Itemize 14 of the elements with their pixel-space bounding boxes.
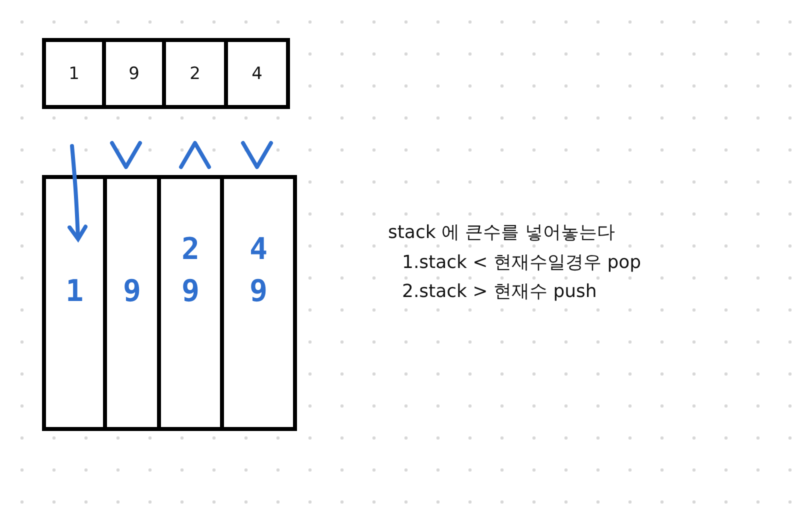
handwritten-number: 9	[249, 273, 268, 311]
handwritten-number: 9	[181, 273, 200, 311]
handwritten-number: 2	[181, 231, 200, 269]
arrow	[68, 144, 88, 241]
note-text: stack 에 큰수를 넣어놓는다	[388, 221, 615, 244]
note-text: 2.stack > 현재수 push	[402, 280, 597, 303]
cell-value: 2	[190, 64, 200, 84]
cell-value: 4	[252, 64, 262, 84]
note-text: 1.stack < 현재수일경우 pop	[402, 251, 642, 274]
handwritten-number: 1	[65, 273, 84, 311]
cell-value: 1	[68, 64, 80, 84]
cell-value: 9	[128, 64, 140, 84]
handwritten-number: 9	[122, 273, 142, 311]
handwritten-number: 4	[249, 231, 268, 269]
